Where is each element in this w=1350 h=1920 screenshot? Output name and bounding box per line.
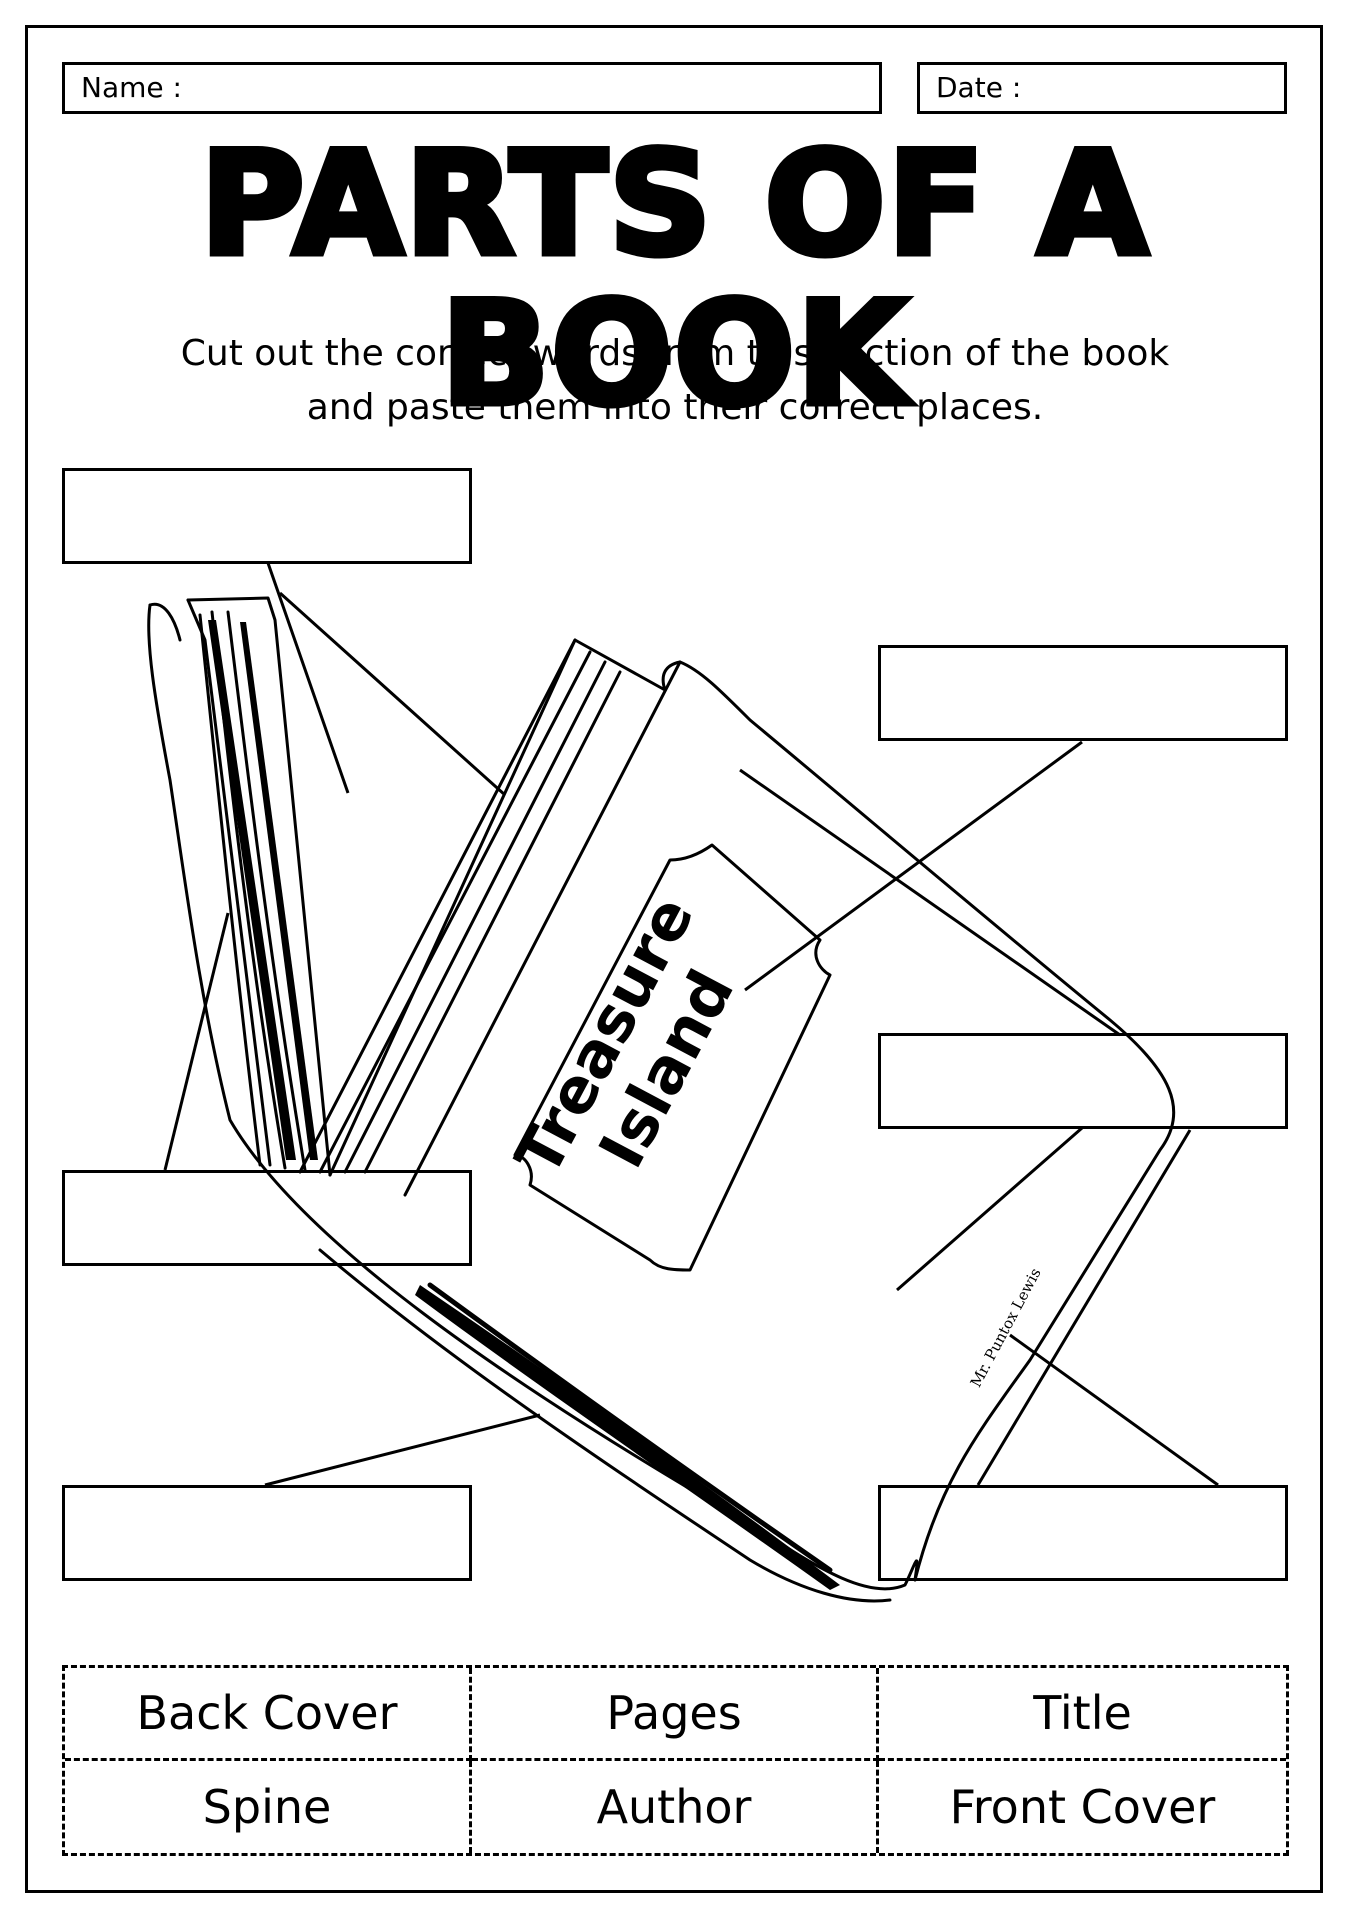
connector-top-left-a: [266, 562, 350, 794]
connector-bottom-right-a: [976, 1129, 1192, 1486]
word-card-title[interactable]: Title: [879, 1668, 1286, 1761]
answer-box-bottom-left[interactable]: [62, 1485, 472, 1581]
word-bank: Back Cover Pages Title Spine Author Fron…: [62, 1665, 1289, 1856]
bottom-page-edge: [318, 1248, 892, 1603]
back-cover-outline: [147, 603, 919, 1591]
word-card-front-cover[interactable]: Front Cover: [949, 1779, 1216, 1834]
answer-box-bottom-right[interactable]: [878, 1485, 1288, 1581]
page-title: PARTS OF A BOOK: [197, 122, 1152, 437]
instructions-line-2: and paste them into their correct places…: [306, 387, 1044, 428]
answer-box-mid-right[interactable]: [878, 1033, 1288, 1129]
front-cover-outline: [328, 638, 1176, 1582]
front-pages-2: [318, 650, 592, 1174]
instructions-line-1: Cut out the correct words from this sect…: [180, 333, 1170, 374]
word-card-author[interactable]: Author: [472, 1760, 879, 1853]
title-plate-outline: [513, 843, 832, 1272]
worksheet-border: [25, 25, 1323, 1893]
pages-inner-1: [186, 598, 272, 1167]
name-field[interactable]: Name :: [62, 62, 882, 114]
answer-box-top-left[interactable]: [62, 468, 472, 564]
page-shadow-1: [208, 620, 296, 1160]
connector-mid-left: [163, 912, 230, 1171]
name-label: Name :: [81, 71, 182, 104]
front-pages-1: [298, 638, 577, 1174]
pages-right-edge: [186, 596, 332, 1177]
spine-top-curl: [148, 602, 182, 642]
pages-inner-2: [198, 613, 262, 1167]
bottom-page-shade: [427, 1282, 833, 1573]
connector-top-right: [744, 740, 1083, 992]
connector-top-left-b: [278, 591, 507, 797]
page-shadow-2: [240, 622, 318, 1160]
date-field[interactable]: Date :: [917, 62, 1287, 114]
date-label: Date :: [936, 71, 1022, 104]
bottom-shadow: [415, 1285, 840, 1590]
connector-mid-right: [896, 1126, 1083, 1292]
front-cover-left-edge: [403, 660, 682, 1197]
word-card-back-cover[interactable]: Back Cover: [65, 1668, 472, 1761]
pages-inner-4: [226, 610, 307, 1172]
connector-bottom-right-b: [1009, 1333, 1219, 1487]
front-pages-3: [343, 660, 607, 1174]
cover-author: Mr. Puntox Lewis: [967, 1265, 1045, 1390]
connector-bottom-left: [264, 1413, 541, 1487]
word-card-pages[interactable]: Pages: [472, 1668, 879, 1761]
front-pages-4: [363, 670, 622, 1174]
connector-cover-edge: [739, 768, 1121, 1037]
answer-box-mid-left[interactable]: [62, 1170, 472, 1266]
word-card-spine[interactable]: Spine: [65, 1760, 472, 1853]
answer-box-top-right[interactable]: [878, 645, 1288, 741]
